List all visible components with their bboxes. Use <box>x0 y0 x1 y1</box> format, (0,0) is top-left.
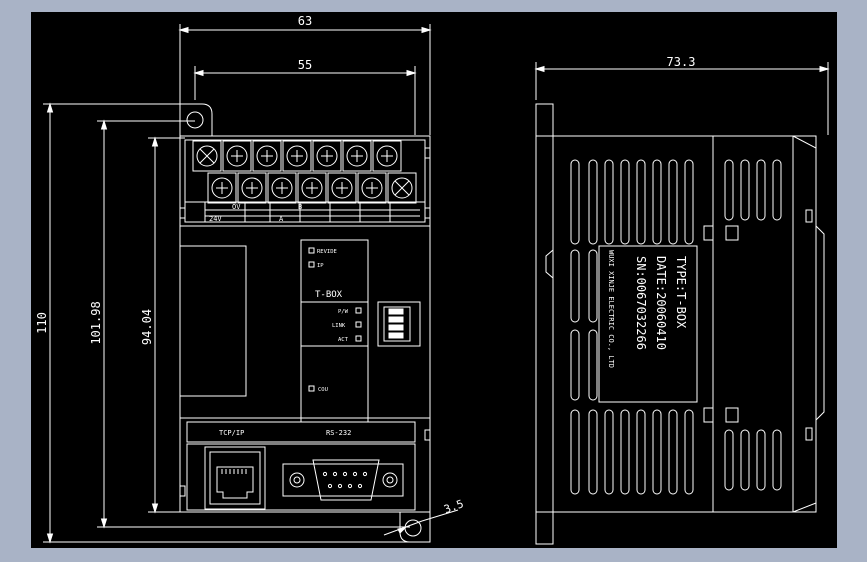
height-110-dimension <box>43 102 410 544</box>
terminal-label-a: A <box>279 215 284 223</box>
front-inner-width-dimension <box>193 66 417 135</box>
led-ip <box>308 261 315 268</box>
terminal-label-b: B <box>298 203 302 211</box>
db9-port <box>282 459 404 501</box>
port-rs232-label: RS-232 <box>326 429 351 437</box>
dip-switch <box>377 301 421 347</box>
model-name-label: T-BOX <box>315 290 343 300</box>
dim-73-label: 73.3 <box>667 55 696 69</box>
led-act <box>355 335 362 342</box>
dim-55-label: 55 <box>298 58 312 72</box>
nameplate-date: DATE:20060410 <box>654 256 668 350</box>
top-mount-hole <box>186 111 204 129</box>
led-reside <box>308 247 315 254</box>
left-window <box>179 245 247 397</box>
side-view <box>535 103 825 545</box>
led-reside-label: REVIDE <box>317 249 337 255</box>
led-link <box>355 321 362 328</box>
nameplate-type: TYPE:T-BOX <box>674 256 688 329</box>
led-pw-label: P/W <box>338 309 349 315</box>
led-link-label: LINK <box>332 323 346 329</box>
terminal-label-24v: 24V <box>209 215 222 223</box>
height-94-dimension <box>148 136 185 514</box>
side-width-dimension <box>534 62 830 135</box>
led-ip-label: IP <box>317 263 324 269</box>
led-pw <box>355 307 362 314</box>
dim-101-label: 101.98 <box>89 301 103 344</box>
led-cou <box>308 385 315 392</box>
nameplate-sn: SN:0067032266 <box>634 256 648 350</box>
terminal-row-bottom <box>207 172 417 204</box>
led-act-label: ACT <box>338 337 349 343</box>
top-mount-ear <box>179 103 213 137</box>
dim-94-label: 94.04 <box>140 309 154 345</box>
led-cou-label: COU <box>318 387 328 393</box>
terminal-label-ov: OV <box>232 203 241 211</box>
port-tcpip-label: TCP/IP <box>219 429 244 437</box>
bottom-mount-ear <box>399 511 431 543</box>
rj45-port <box>204 446 266 510</box>
front-view <box>179 103 431 543</box>
height-101-dimension <box>97 119 410 529</box>
vent-slots <box>570 159 782 495</box>
dim-3-5-label: 3.5 <box>442 497 465 516</box>
terminal-row-top <box>192 140 402 172</box>
drawing-canvas <box>31 12 837 548</box>
bottom-mount-hole <box>404 519 422 537</box>
dim-110-label: 110 <box>35 312 49 334</box>
dim-63-label: 63 <box>298 14 312 28</box>
nameplate <box>598 245 698 403</box>
nameplate-maker: WUXI XINJE ELECTRIC CO., LTD <box>607 250 615 368</box>
